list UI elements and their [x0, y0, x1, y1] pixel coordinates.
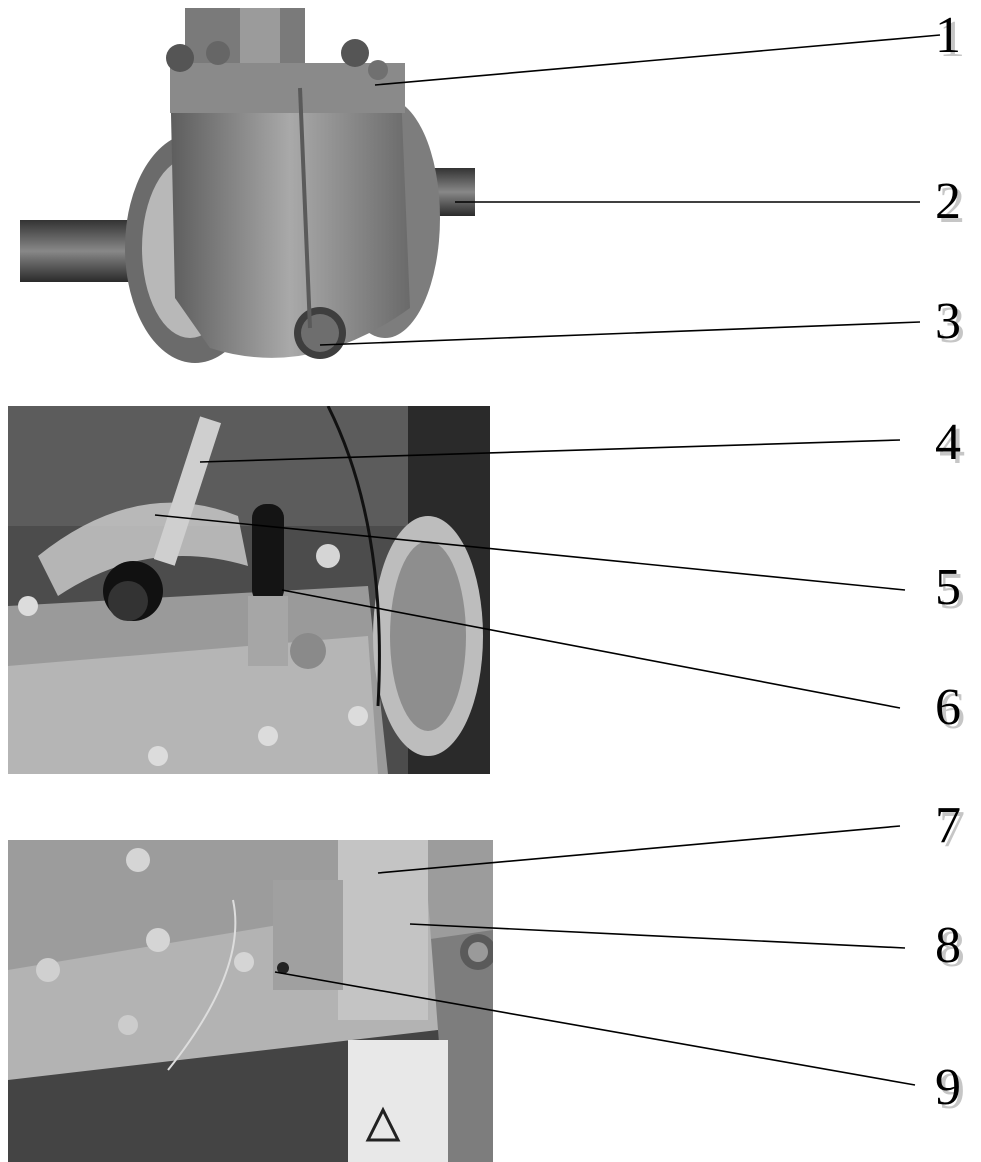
callout-1: 1: [935, 7, 961, 64]
gearbox-photo: [10, 8, 480, 380]
shift-lever-illustration: [8, 406, 490, 774]
callout-9: 9: [935, 1059, 961, 1116]
callout-4: 4: [935, 414, 961, 471]
gearbox-illustration: [10, 8, 480, 380]
callout-8: 8: [935, 917, 961, 974]
callout-7: 7: [935, 797, 961, 854]
transmission-side-illustration: [8, 840, 493, 1162]
callout-6: 6: [935, 679, 961, 736]
shift-lever-photo: [8, 406, 490, 774]
callout-3: 3: [935, 293, 961, 350]
callout-5: 5: [935, 559, 961, 616]
transmission-side-photo: [8, 840, 493, 1162]
callout-2: 2: [935, 173, 961, 230]
